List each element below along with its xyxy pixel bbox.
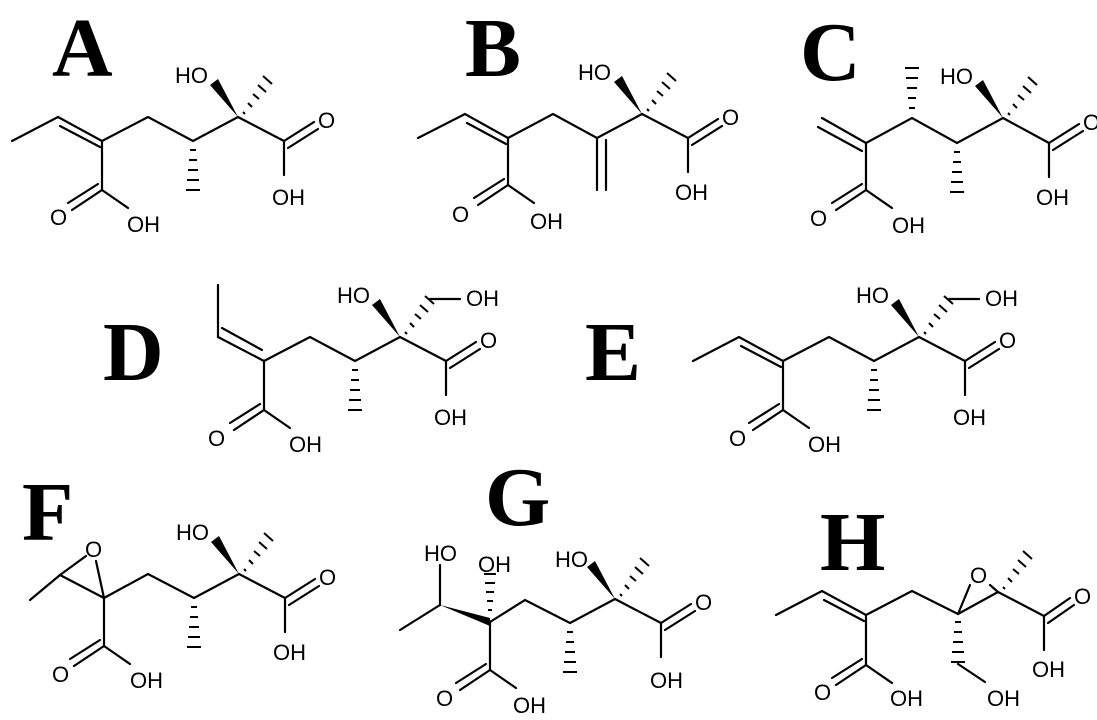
atom-label: OH	[890, 686, 923, 711]
atom-label: O	[318, 108, 335, 133]
hash-bond	[646, 72, 677, 112]
atom-label: OH	[289, 432, 322, 457]
atom-label: OH	[987, 686, 1020, 711]
atom-label: OH	[953, 405, 986, 430]
structure-b: B HO O OH O OH	[416, 2, 739, 234]
atom-label: OH	[892, 213, 925, 238]
structure-h: H O O OH O OH OH	[774, 496, 1091, 711]
atom-label: O	[722, 105, 739, 130]
atom-label: O	[814, 680, 831, 705]
panel-label-a: A	[52, 2, 113, 95]
panel-label-d: D	[103, 306, 164, 399]
atom-label: HO	[424, 541, 457, 566]
atom-label: O	[50, 205, 67, 230]
structure-e: E HO OH O OH O OH	[585, 283, 1018, 457]
atom-label: O	[729, 426, 746, 451]
atom-label: HO	[337, 283, 370, 308]
hash-bond	[484, 557, 650, 673]
structure-f: F O HO O OH O OH	[22, 466, 336, 693]
structure-a: A HO O OH O OH	[10, 2, 335, 237]
atom-label: O	[480, 328, 497, 353]
atom-label: O	[810, 206, 827, 231]
atom-label: OH	[1036, 185, 1069, 210]
atom-label: HO	[856, 283, 889, 308]
atom-label: HO	[555, 547, 588, 572]
panel-label-f: F	[22, 466, 73, 559]
atom-label: OH	[1032, 657, 1065, 682]
atom-label: OH	[434, 405, 467, 430]
atom-label: OH	[478, 552, 511, 577]
atom-label: OH	[985, 286, 1018, 311]
atom-label: OH	[650, 668, 683, 693]
hash-bond	[187, 532, 274, 648]
atom-label: OH	[466, 286, 499, 311]
structure-g: G HO OH HO O OH O OH	[398, 451, 712, 718]
hash-bond	[348, 295, 435, 411]
panel-label-h: H	[820, 496, 885, 589]
atom-label: O	[85, 537, 102, 562]
panel-label-g: G	[485, 451, 550, 544]
atom-label: HO	[175, 63, 208, 88]
atom-label: O	[1083, 110, 1097, 135]
atom-label: O	[970, 563, 987, 588]
atom-label: OH	[808, 432, 841, 457]
atom-label: OH	[530, 209, 563, 234]
atom-label: O	[1074, 584, 1091, 609]
atom-label: OH	[513, 693, 546, 718]
atom-label: OH	[272, 185, 305, 210]
panel-label-e: E	[585, 306, 641, 399]
atom-label: OH	[675, 180, 708, 205]
atom-label: OH	[127, 212, 160, 237]
atom-label: HO	[940, 64, 973, 89]
atom-label: OH	[130, 668, 163, 693]
atom-label: O	[208, 426, 225, 451]
atom-label: O	[319, 565, 336, 590]
atom-label: O	[999, 328, 1016, 353]
atom-label: OH	[273, 640, 306, 665]
panel-label-b: B	[465, 2, 521, 95]
atom-label: HO	[176, 520, 209, 545]
panel-label-c: C	[800, 6, 861, 99]
atom-label: O	[695, 590, 712, 615]
hash-bond	[905, 67, 1038, 193]
hash-bond	[186, 75, 273, 191]
structure-d: D HO OH O OH O OH	[103, 283, 499, 457]
atom-label: O	[452, 202, 469, 227]
hash-bond	[867, 295, 954, 411]
atom-label: O	[436, 686, 453, 711]
atom-label: HO	[578, 60, 611, 85]
hash-bond	[951, 550, 1033, 663]
structure-c: C HO O OH O OH	[800, 6, 1097, 238]
atom-label: O	[52, 662, 69, 687]
